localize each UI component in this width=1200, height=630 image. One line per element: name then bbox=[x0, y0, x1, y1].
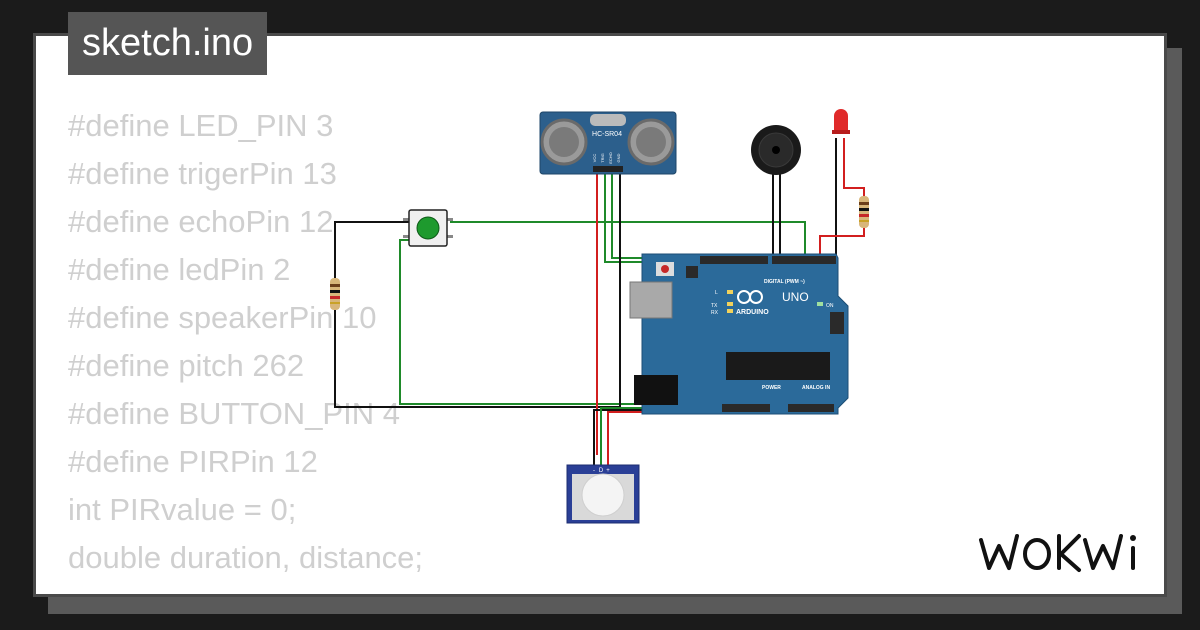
resistor[interactable] bbox=[330, 278, 340, 310]
board-brand-label: ARDUINO bbox=[736, 309, 769, 316]
wire-red bbox=[607, 411, 760, 465]
wires bbox=[334, 138, 865, 465]
board-tx-label: TX bbox=[711, 303, 718, 309]
code-line: #define PIRPin 12 bbox=[68, 444, 318, 479]
file-name-tab: sketch.ino bbox=[68, 12, 268, 75]
ultrasonic-pin-trig: TRIG bbox=[600, 153, 605, 163]
ultrasonic-label: HC-SR04 bbox=[592, 131, 622, 138]
wire-green bbox=[450, 221, 806, 258]
board-digital-label: DIGITAL (PWM ~) bbox=[764, 279, 805, 285]
pir-pin-gnd: - bbox=[593, 468, 595, 474]
buzzer[interactable] bbox=[751, 125, 801, 175]
board-on-label: ON bbox=[826, 303, 834, 309]
code-line: #define trigerPin 13 bbox=[68, 156, 337, 191]
wire-green bbox=[600, 407, 730, 465]
wire-black bbox=[334, 221, 410, 280]
wire-black bbox=[593, 409, 720, 465]
code-line: double duration, distance; bbox=[68, 540, 424, 575]
code-line: #define speakerPin 10 bbox=[68, 300, 377, 335]
wire-red bbox=[843, 138, 865, 196]
board-model-label: UNO bbox=[782, 290, 809, 304]
push-button[interactable] bbox=[403, 209, 453, 247]
pir-pin-data: D bbox=[599, 468, 604, 474]
wire-green bbox=[604, 170, 770, 263]
board-analog-label: ANALOG IN bbox=[802, 385, 830, 391]
pir-pin-vcc: + bbox=[606, 468, 610, 474]
wire-green bbox=[611, 170, 785, 259]
ultrasonic-pin-vcc: VCC bbox=[592, 154, 597, 163]
pir-sensor[interactable]: - D + bbox=[566, 464, 640, 524]
arduino-uno-board[interactable]: UNO ARDUINO DIGITAL (PWM ~) POWER ANALOG… bbox=[629, 253, 849, 415]
board-rx-label: RX bbox=[711, 310, 719, 316]
resistor[interactable] bbox=[859, 196, 869, 228]
code-line: #define BUTTON_PIN 4 bbox=[68, 396, 400, 431]
code-line: #define echoPin 12 bbox=[68, 204, 334, 239]
wokwi-logo bbox=[979, 534, 1136, 572]
board-power-label: POWER bbox=[762, 385, 781, 391]
ultrasonic-pin-gnd: GND bbox=[616, 153, 621, 162]
wire-red bbox=[819, 228, 865, 258]
code-preview: #define LED_PIN 3 #define trigerPin 13 #… bbox=[68, 102, 423, 582]
led-red[interactable] bbox=[832, 109, 850, 134]
ultrasonic-sensor[interactable]: HC-SR04 VCC TRIG ECHO GND bbox=[539, 111, 677, 175]
code-line: #define pitch 262 bbox=[68, 348, 305, 383]
wire-black bbox=[334, 261, 642, 408]
code-line: #define LED_PIN 3 bbox=[68, 108, 334, 143]
code-line: #define ledPin 2 bbox=[68, 252, 291, 287]
code-line: int PIRvalue = 0; bbox=[68, 492, 297, 527]
board-l-label: L bbox=[715, 290, 718, 296]
ultrasonic-pin-echo: ECHO bbox=[608, 152, 613, 164]
